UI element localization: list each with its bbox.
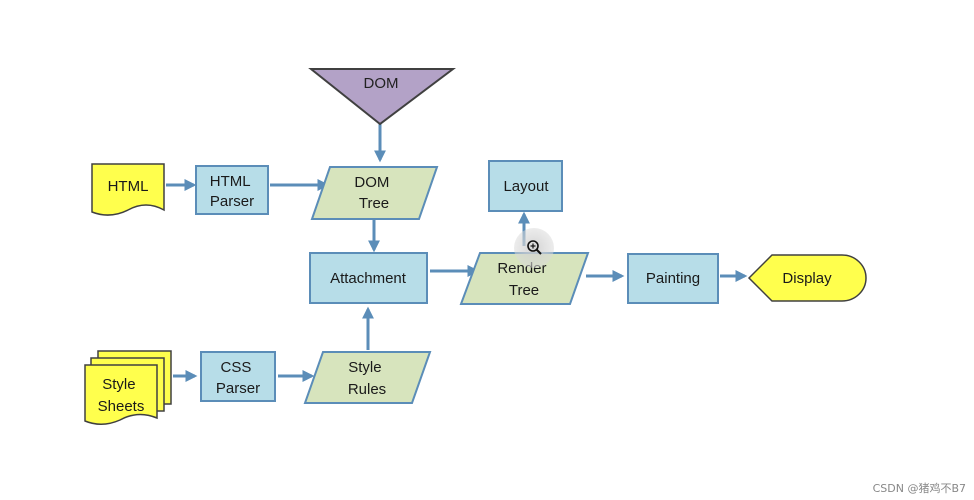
node-render-tree: Render Tree: [459, 252, 590, 305]
display-label: Display: [782, 270, 832, 287]
display-shape: [747, 254, 867, 302]
layout-label: Layout: [503, 178, 549, 195]
node-layout: Layout: [488, 160, 563, 212]
html-parser-label-line2: Parser: [210, 193, 254, 210]
node-attachment: Attachment: [309, 252, 428, 304]
css-parser-label-line1: CSS: [220, 359, 251, 376]
dom-triangle-shape: [308, 68, 456, 126]
painting-box: [627, 253, 719, 304]
render-tree-label-line2: Tree: [509, 282, 539, 299]
dom-tree-label-line1: DOM: [354, 174, 389, 191]
svg-text:DOM Tree: DOM Tree: [354, 174, 393, 212]
dom-tree-shape: [310, 166, 439, 220]
style-sheets-label-line2: Sheets: [98, 398, 145, 415]
style-rules-label-line1: Style: [348, 359, 381, 376]
svg-text:Style Rules: Style Rules: [348, 359, 386, 398]
html-parser-label-line1: HTML: [210, 173, 250, 190]
svg-text:Style Sheets: Style Sheets: [98, 376, 145, 415]
node-style-rules: Style Rules: [303, 351, 432, 404]
node-html-parser: HTML Parser: [195, 165, 269, 215]
dom-label: DOM: [364, 75, 399, 92]
csdn-watermark: CSDN @猪鸡不B7: [873, 481, 966, 495]
painting-label: Painting: [646, 270, 700, 287]
connectors: [166, 124, 748, 382]
node-style-sheets: Style Sheets: [84, 350, 172, 425]
css-parser-label-line2: Parser: [216, 380, 260, 397]
node-display: Display: [747, 254, 867, 302]
node-painting: Painting: [627, 253, 719, 304]
attachment-label: Attachment: [330, 270, 407, 287]
dom-tree-label-line2: Tree: [359, 195, 389, 212]
node-html: HTML: [91, 163, 165, 216]
attachment-box: [309, 252, 428, 304]
layout-box: [488, 160, 563, 212]
html-document-shape: [91, 163, 165, 216]
html-parser-box: [195, 165, 269, 215]
style-rules-label-line2: Rules: [348, 381, 386, 398]
style-rules-shape: [303, 351, 432, 404]
node-dom-tree: DOM Tree: [310, 166, 439, 220]
node-css-parser: CSS Parser: [200, 351, 276, 402]
html-label: HTML: [108, 178, 149, 195]
svg-text:HTML Parser: HTML Parser: [210, 173, 254, 210]
style-sheets-label-line1: Style: [102, 376, 135, 393]
css-parser-box: [200, 351, 276, 402]
node-dom: DOM: [308, 68, 456, 126]
svg-text:CSS Parser: CSS Parser: [216, 359, 260, 397]
style-sheets-front-page: [84, 364, 158, 425]
magnifier-icon: [514, 228, 554, 268]
